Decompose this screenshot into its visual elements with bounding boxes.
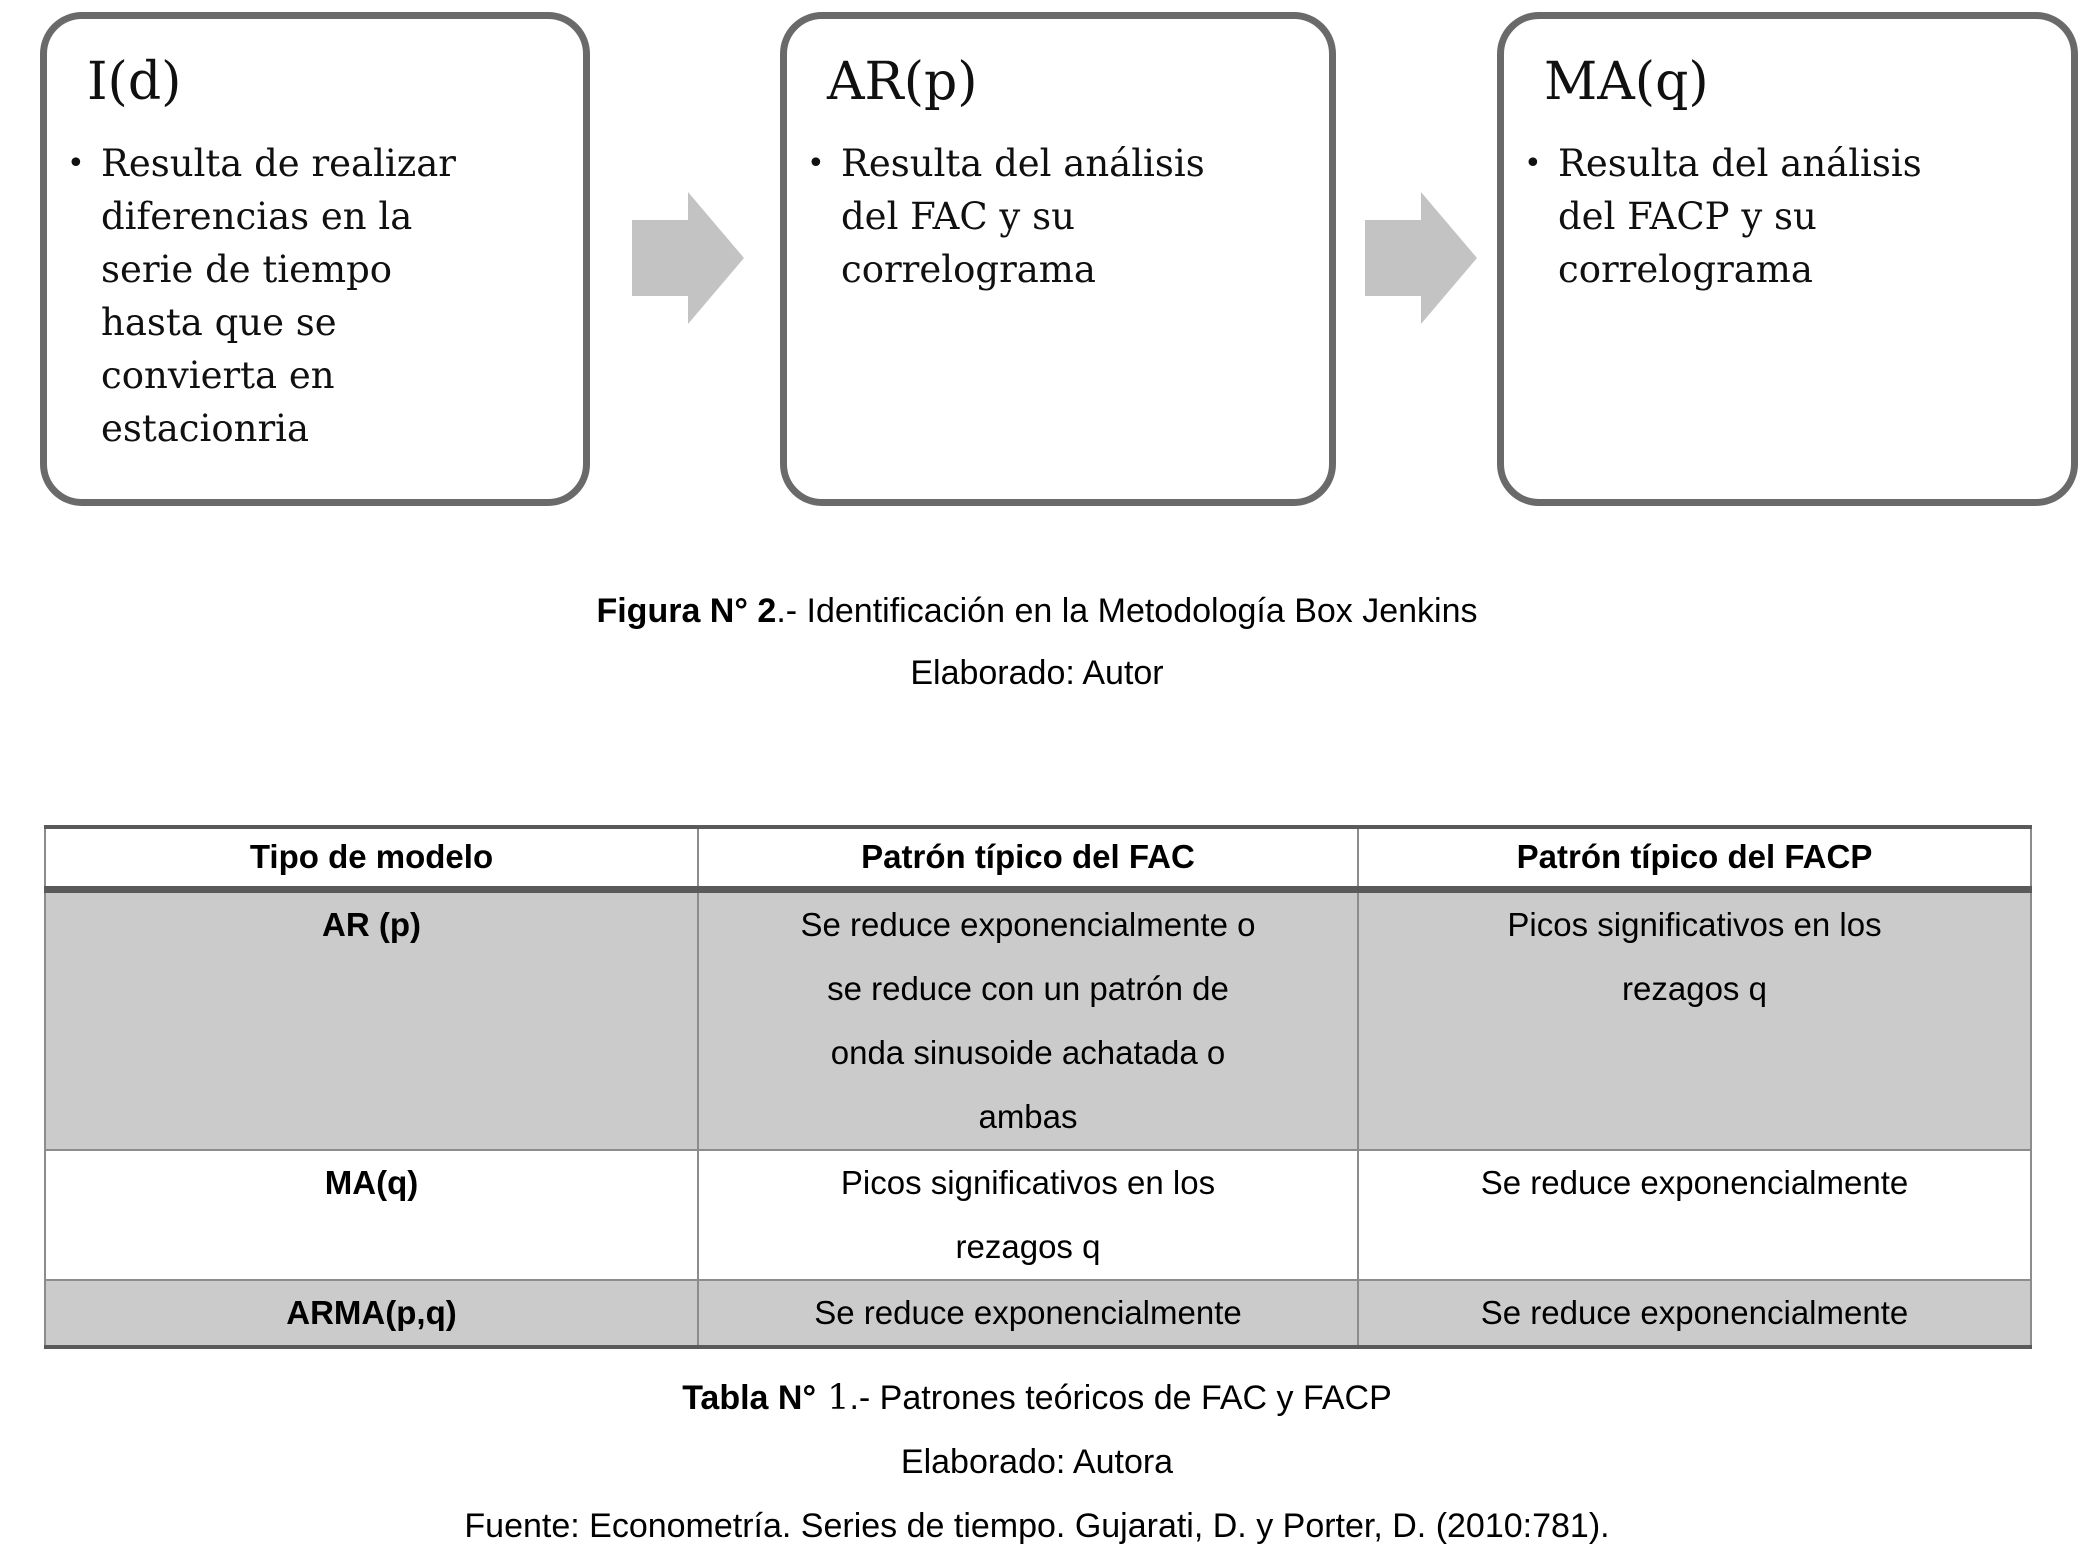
box-title: MA(q) <box>1544 52 1709 112</box>
box-title: I(d) <box>87 52 182 112</box>
diagram-box-moving-average: MA(q) • Resulta del análisis del FACP y … <box>1497 12 2078 506</box>
right-arrow-icon <box>632 192 744 324</box>
table-number: 1 <box>816 1378 850 1418</box>
box-title: AR(p) <box>827 52 978 112</box>
box-bullet-text: Resulta del análisis del FACP y su corre… <box>1558 141 1922 291</box>
figure-label: Figura N° 2 <box>596 592 777 630</box>
diagram-box-integrated: I(d) • Resulta de realizar diferencias e… <box>40 12 590 506</box>
table-row: MA(q) Picos significativos en los rezago… <box>44 1148 2032 1281</box>
bullet-icon: • <box>1524 145 1542 181</box>
header-cell-model: Tipo de modelo <box>44 826 699 893</box>
bullet-icon: • <box>67 145 85 181</box>
header-cell-fac: Patrón típico del FAC <box>697 826 1359 893</box>
cell-fac-pattern: Picos significativos en los rezagos q <box>697 1148 1359 1281</box>
table-title: .- Patrones teóricos de FAC y FACP <box>849 1379 1392 1417</box>
table-caption: Tabla N° 1.- Patrones teóricos de FAC y … <box>44 1366 2030 1558</box>
figure-title: .- Identificación en la Metodología Box … <box>776 592 1478 630</box>
figure-caption-line: Figura N° 2.- Identificación en la Metod… <box>44 580 2030 642</box>
figure-credit: Elaborado: Autor <box>910 654 1164 692</box>
box-bullet-text: Resulta del análisis del FAC y su correl… <box>841 141 1205 291</box>
cell-model: MA(q) <box>44 1148 699 1281</box>
cell-fac-pattern: Se reduce exponencialmente <box>697 1278 1359 1348</box>
cell-model: AR (p) <box>44 888 699 1151</box>
table-source: Fuente: Econometría. Series de tiempo. G… <box>464 1507 1610 1545</box>
table-label: Tabla N° <box>682 1379 817 1417</box>
table-credit: Elaborado: Autora <box>900 1443 1174 1481</box>
cell-facp-pattern: Se reduce exponencialmente <box>1357 1278 2032 1348</box>
table-caption-line: Tabla N° 1.- Patrones teóricos de FAC y … <box>44 1366 2030 1430</box>
fac-facp-patterns-table: Tipo de modelo Patrón típico del FAC Pat… <box>44 825 2032 1349</box>
table-header-row: Tipo de modelo Patrón típico del FAC Pat… <box>44 826 2032 893</box>
box-bullet-item: • Resulta del análisis del FACP y su cor… <box>1524 137 2053 296</box>
box-bullet-text: Resulta de realizar diferencias en la se… <box>101 141 456 450</box>
box-bullet-item: • Resulta de realizar diferencias en la … <box>67 137 565 455</box>
right-arrow-icon <box>1365 192 1477 324</box>
cell-facp-pattern: Picos significativos en los rezagos q <box>1357 888 2032 1151</box>
diagram-box-autoregressive: AR(p) • Resulta del análisis del FAC y s… <box>780 12 1336 506</box>
table-row: ARMA(p,q) Se reduce exponencialmente Se … <box>44 1278 2032 1348</box>
cell-facp-pattern: Se reduce exponencialmente <box>1357 1148 2032 1281</box>
bullet-icon: • <box>807 145 825 181</box>
header-cell-facp: Patrón típico del FACP <box>1357 826 2032 893</box>
cell-model: ARMA(p,q) <box>44 1278 699 1348</box>
cell-fac-pattern: Se reduce exponencialmente o se reduce c… <box>697 888 1359 1151</box>
figure-caption: Figura N° 2.- Identificación en la Metod… <box>44 580 2030 704</box>
box-bullet-item: • Resulta del análisis del FAC y su corr… <box>807 137 1311 296</box>
table-row: AR (p) Se reduce exponencialmente o se r… <box>44 888 2032 1151</box>
